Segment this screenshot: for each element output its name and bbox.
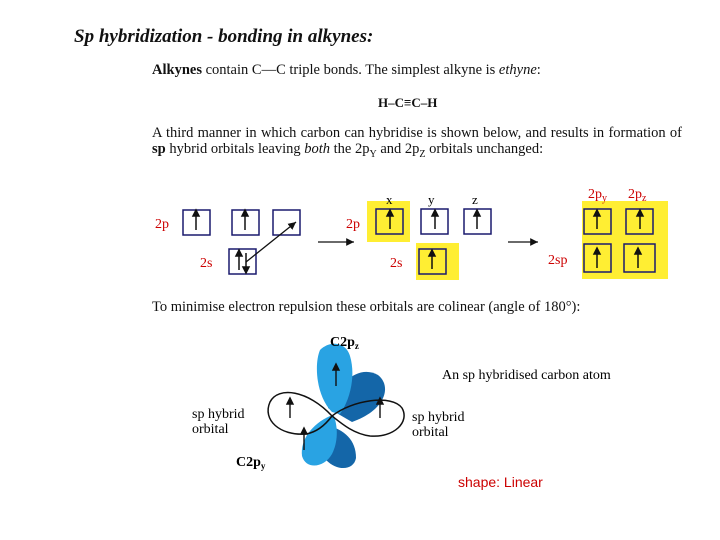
- para-italic: both: [304, 140, 331, 157]
- para-bold: sp: [152, 140, 166, 157]
- axis-x-label: x: [386, 192, 393, 207]
- intro-end: :: [536, 62, 541, 78]
- para-part3: the 2p: [330, 140, 370, 157]
- label-2s-ground: 2s: [200, 256, 212, 271]
- hybridisation-paragraph: A third manner in which carbon can hybri…: [152, 125, 682, 162]
- colinear-caption: To minimise electron repulsion these orb…: [152, 299, 581, 315]
- c2pz-label: C2pz: [330, 335, 359, 351]
- axis-y-label: y: [428, 192, 435, 207]
- sp-atom-caption: An sp hybridised carbon atom: [442, 368, 611, 383]
- box-2s-excited: [418, 248, 447, 275]
- sp-orbital-illustration: C2pz C2py An sp hybridised carbon atom s…: [192, 335, 611, 471]
- sp-left-label-2: orbital: [192, 422, 229, 437]
- box-2px: [375, 208, 404, 235]
- box-2p-unchanged-1: [583, 208, 612, 235]
- para-sub-y: Y: [369, 148, 377, 160]
- promotion-arrow: [245, 221, 297, 263]
- ethyne-formula: H–C≡C–H: [378, 95, 438, 110]
- label-2p-excited: 2p: [346, 217, 360, 232]
- para-part2: hybrid orbitals leaving: [165, 140, 305, 157]
- orbital-electron-arrows: [285, 362, 385, 450]
- para-sub-z: Z: [419, 148, 426, 160]
- axis-z-label: z: [472, 192, 478, 207]
- spin-arrows-hybrid: [592, 208, 645, 268]
- shape-label: shape: Linear: [458, 474, 543, 490]
- box-2pz: [463, 208, 492, 235]
- box-2sp-1: [583, 243, 612, 273]
- label-2py: 2py: [588, 187, 607, 204]
- intro-bold: Alkynes: [152, 62, 202, 78]
- sp-right-label-1: sp hybrid: [412, 410, 465, 425]
- pz-lobe-bottom: [301, 416, 337, 466]
- orbital-box-diagram: 2p 2s x y z 2p 2s 2py 2pz 2sp: [155, 187, 668, 280]
- intro-sentence: Alkynes contain C—C triple bonds. The si…: [152, 62, 541, 79]
- label-2sp: 2sp: [548, 253, 567, 268]
- intro-mid: contain C—C triple bonds. The simplest a…: [201, 62, 499, 78]
- para-part5: orbitals unchanged:: [425, 140, 544, 157]
- box-2p-3: [272, 209, 301, 236]
- page-title: Sp hybridization - bonding in alkynes:: [74, 26, 374, 47]
- label-2pz: 2pz: [628, 187, 647, 204]
- spin-arrows-ground: [191, 208, 251, 275]
- sp-lobe-left: [267, 391, 333, 435]
- box-2sp-2: [623, 243, 656, 273]
- spin-arrows-excited: [385, 208, 482, 269]
- sp-left-label-1: sp hybrid: [192, 407, 245, 422]
- sp-right-label-2: orbital: [412, 425, 449, 440]
- sp-lobe-right: [330, 399, 405, 437]
- para-part1: A third manner in which carbon can hybri…: [152, 125, 682, 141]
- pz-lobe-top: [316, 343, 353, 414]
- intro-italic: ethyne: [498, 62, 537, 78]
- c2py-label: C2py: [236, 455, 266, 471]
- para-part4: and 2p: [376, 140, 420, 157]
- box-2s-ground: [228, 248, 257, 275]
- box-2py: [420, 208, 449, 235]
- label-2s-excited: 2s: [390, 256, 402, 271]
- label-2p-ground: 2p: [155, 217, 169, 232]
- box-2p-unchanged-2: [625, 208, 654, 235]
